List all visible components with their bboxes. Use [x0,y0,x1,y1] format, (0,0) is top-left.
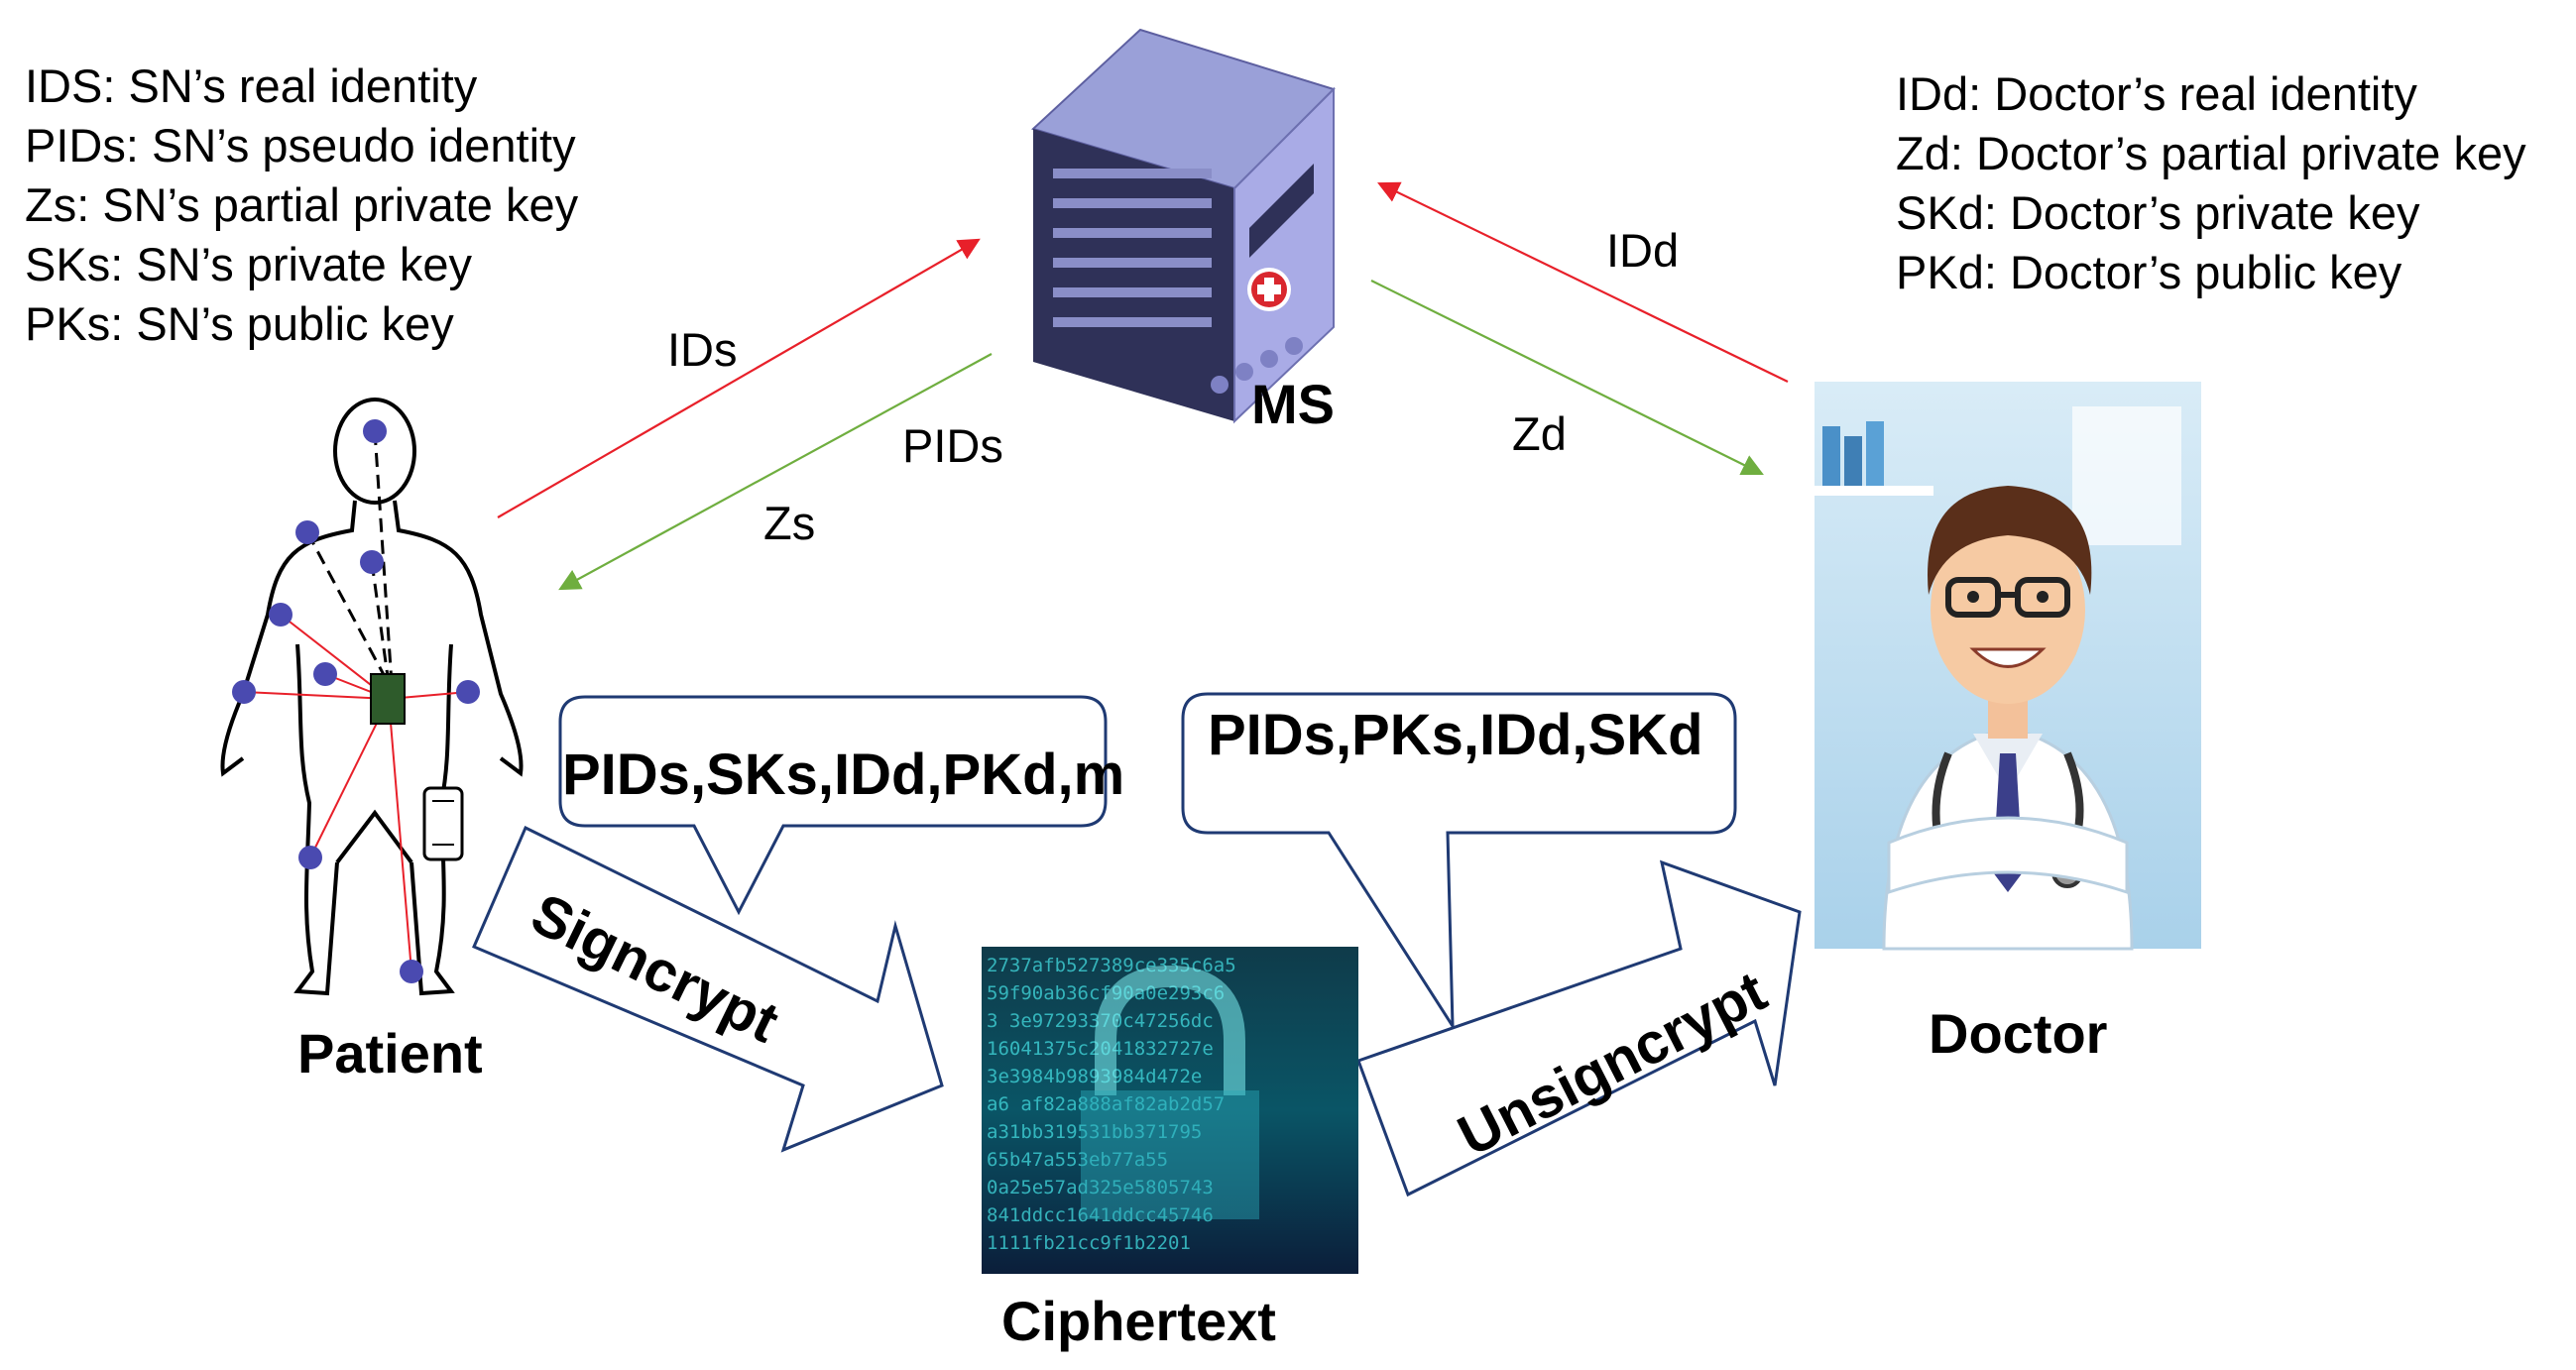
svg-text:1111fb21cc9f1b2201: 1111fb21cc9f1b2201 [987,1232,1191,1254]
node-label-ciphertext: Ciphertext [1001,1290,1276,1352]
edge-label-idd: IDd [1606,224,1680,277]
callout-unsigncrypt-text: PIDs,PKs,IDd,SKd [1208,703,1703,767]
legend-doctor-item: SKd: Doctor’s private key [1896,186,2420,239]
svg-text:841ddcc1641ddcc45746: 841ddcc1641ddcc45746 [987,1204,1214,1226]
arrow-zd [1370,280,1764,476]
arrow-idd [1377,181,1789,383]
svg-text:65b47a553eb77a55: 65b47a553eb77a55 [987,1149,1168,1171]
edge-label-ids: IDs [667,323,738,376]
edge-label-zs: Zs [763,497,816,549]
svg-text:a31bb319531bb371795: a31bb319531bb371795 [987,1121,1202,1143]
callout-signcrypt-bubble [558,695,1108,916]
legend-patient-item: SKs: SN’s private key [25,238,473,290]
svg-text:59f90ab36cf90a0e293c6: 59f90ab36cf90a0e293c6 [987,982,1225,1004]
medical-server-icon [1031,28,1336,424]
legend-doctor-item: PKd: Doctor’s public key [1896,246,2402,298]
legend-patient-item: IDS: SN’s real identity [25,59,478,112]
node-label-doctor: Doctor [1929,1002,2108,1065]
legend-doctor-item: Zd: Doctor’s partial private key [1896,127,2526,179]
legend-doctor: IDd: Doctor’s real identity Zd: Doctor’s… [1896,64,2526,302]
legend-doctor-item: IDd: Doctor’s real identity [1896,67,2417,120]
arrow-zs [558,353,993,591]
callout-signcrypt-text: PIDs,SKs,IDd,PKd,m [562,742,1125,807]
svg-text:a6 af82a888af82ab2d57: a6 af82a888af82ab2d57 [987,1093,1225,1115]
legend-patient-item: PKs: SN’s public key [25,297,454,350]
legend-patient-item: PIDs: SN’s pseudo identity [25,119,576,171]
legend-patient: IDS: SN’s real identity PIDs: SN’s pseud… [25,57,578,354]
doctor-illustration [1815,382,2201,951]
node-label-patient: Patient [297,1022,483,1085]
svg-text:3e3984b9893984d472e: 3e3984b9893984d472e [987,1066,1202,1087]
body-hub-icon [370,673,406,725]
patient-wiring [305,430,394,685]
callout-unsigncrypt-bubble [1181,692,1737,1032]
legend-patient-item: Zs: SN’s partial private key [25,178,579,231]
edge-label-zd: Zd [1512,407,1567,460]
unsigncrypt-arrow-shape [1356,859,1802,1198]
ciphertext-image: 2737afb527389ce335c6a5 59f90ab36cf90a0e2… [982,947,1358,1274]
signcrypt-arrow-shape [472,825,944,1153]
sensor-node-icons [232,419,480,983]
arrow-ids [497,238,981,518]
node-label-ms: MS [1251,373,1335,435]
svg-text:0a25e57ad325e5805743: 0a25e57ad325e5805743 [987,1177,1214,1199]
edge-label-pids: PIDs [902,419,1003,472]
smartphone-icon [422,786,464,861]
